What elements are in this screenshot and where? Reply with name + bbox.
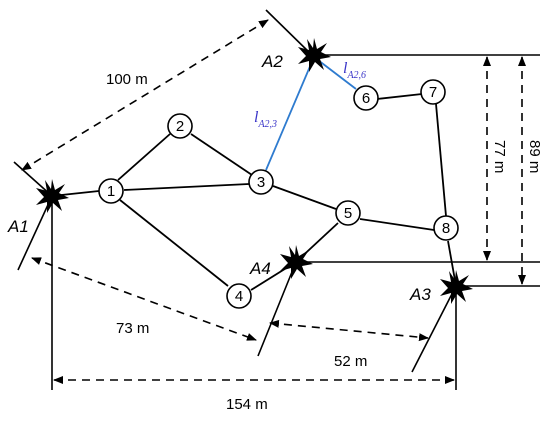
link-label-a2-6-sub: A2,6: [346, 70, 366, 81]
edge-2-3: [190, 133, 253, 176]
link-labels: lA2,3 lA2,6: [254, 60, 366, 130]
ref-line-a2-tick: [265, 9, 315, 58]
dim-label-77m: 77 m: [491, 140, 508, 173]
dim-line-73m: [31, 257, 257, 341]
node-3-circle: [248, 169, 274, 195]
dim-label-89m: 89 m: [526, 140, 543, 173]
anchor-a3-label: A3: [409, 285, 431, 304]
edge-8-7: [435, 103, 447, 217]
node-3-label: 3: [257, 174, 265, 191]
node-7-circle: [420, 79, 446, 105]
ref-line-a1-tick-top: [13, 161, 53, 197]
link-label-a2-3-sub: A2,3: [257, 119, 277, 130]
dim-line-52m: [269, 319, 429, 342]
link-label-a2-6: lA2,6: [343, 60, 366, 81]
dim-label-100m: 100 m: [106, 71, 148, 88]
node-6-label: 6: [362, 90, 370, 107]
node-1-label: 1: [107, 183, 115, 200]
link-label-a2-6-main: l: [343, 60, 348, 77]
anchors: [36, 38, 473, 304]
node-1-circle: [98, 178, 124, 204]
edge-1-4: [119, 199, 229, 287]
node-7-label: 7: [429, 84, 437, 101]
anchor-a4-label: A4: [249, 259, 271, 278]
link-label-a2-3: lA2,3: [254, 109, 277, 130]
dim-line-100m: [21, 19, 269, 171]
edge-5-8: [359, 218, 435, 231]
anchor-a1-star-icon: [36, 179, 69, 213]
anchor-a2-label: A2: [261, 52, 283, 71]
node-8-circle: [433, 215, 459, 241]
dimension-lines: [21, 19, 526, 384]
node-4-circle: [226, 283, 252, 309]
nodes: [98, 79, 459, 309]
anchor-a2-star-icon: [298, 38, 331, 72]
edge-3-5: [272, 185, 337, 210]
node-5-circle: [335, 200, 361, 226]
ref-line-a4-tick: [257, 261, 297, 357]
node-2-label: 2: [176, 118, 184, 135]
node-4-label: 4: [235, 288, 243, 305]
ref-line-a3-tick: [411, 285, 457, 373]
dimension-labels: 100 m 73 m 52 m 154 m 77 m 89 m: [106, 71, 543, 413]
node-labels: 1 2 3 4 5 6 7 8: [107, 84, 450, 305]
node-6-circle: [353, 85, 379, 111]
network-edges: [51, 56, 457, 291]
anchor-a3-star-icon: [440, 270, 473, 304]
dim-label-154m: 154 m: [226, 396, 268, 413]
anchor-a4-star-icon: [280, 245, 313, 279]
ref-line-a1-tick-bottom: [17, 195, 53, 271]
node-2-circle: [167, 113, 193, 139]
edge-8-a3: [447, 240, 457, 287]
edge-a2-3: [265, 56, 315, 171]
edge-1-3: [123, 183, 250, 191]
dim-label-73m: 73 m: [116, 320, 149, 337]
anchor-a1-label: A1: [7, 217, 29, 236]
node-8-label: 8: [442, 220, 450, 237]
link-label-a2-3-main: l: [254, 109, 259, 126]
edge-1-2: [117, 133, 171, 181]
dim-label-52m: 52 m: [334, 353, 367, 370]
reference-lines: [13, 9, 540, 390]
edge-7-6: [376, 93, 423, 100]
node-5-label: 5: [344, 205, 352, 222]
anchor-labels: A1 A2 A3 A4: [7, 52, 431, 304]
